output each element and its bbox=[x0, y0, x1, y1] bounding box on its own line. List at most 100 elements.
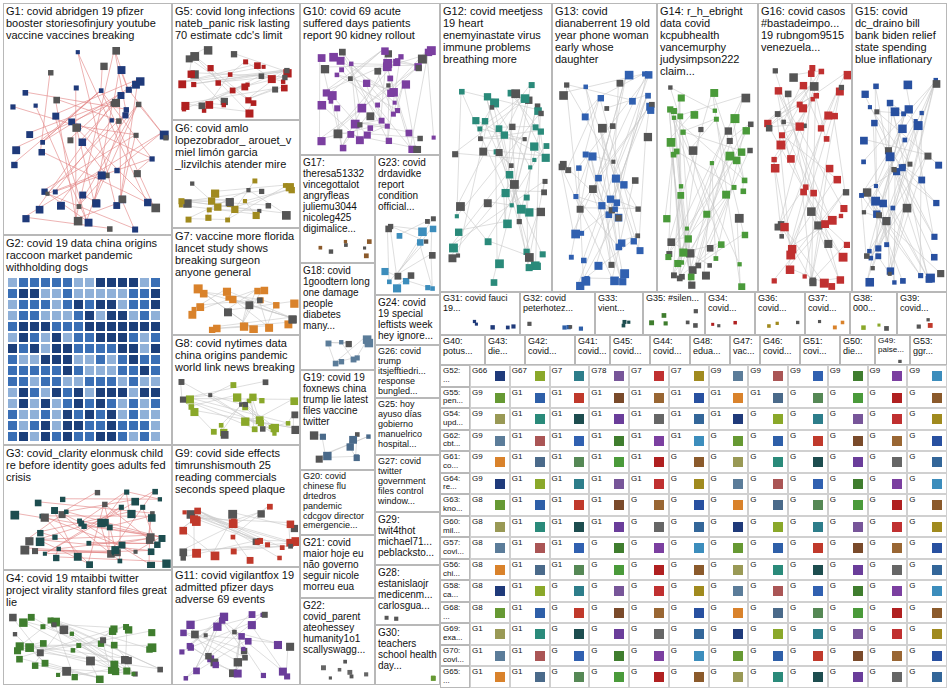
vertex-icon bbox=[613, 413, 627, 425]
vertex-icon bbox=[693, 499, 707, 511]
grid-cell: G bbox=[907, 494, 947, 516]
vertex-icon bbox=[534, 435, 548, 447]
grid-cell: G78 bbox=[589, 365, 629, 387]
group-label: G1 bbox=[590, 409, 628, 419]
group-box: G24: covid 19 special leftists week hey … bbox=[375, 295, 440, 345]
group-label: G bbox=[710, 517, 748, 527]
group-label: G10: covid 69 acute suffered days patien… bbox=[303, 5, 437, 41]
group-label: G1 bbox=[511, 603, 549, 613]
group-label: G1 bbox=[590, 388, 628, 398]
group-label: G9 bbox=[869, 366, 907, 376]
vertex-icon bbox=[494, 650, 508, 662]
vertex-icon bbox=[891, 585, 905, 597]
vertex-icon bbox=[693, 585, 707, 597]
vertex-icon bbox=[772, 628, 786, 640]
vertex-cluster bbox=[441, 316, 519, 333]
vertex-icon bbox=[653, 413, 667, 425]
group-label: G bbox=[630, 603, 668, 613]
group-label: G1 bbox=[749, 388, 787, 398]
vertex-icon bbox=[573, 564, 587, 576]
group-label: G32: covid peterhotez... bbox=[523, 294, 592, 314]
vertex-icon bbox=[693, 521, 707, 533]
group-label: G23: covid drdavidke report condition of… bbox=[378, 157, 437, 212]
vertex-icon bbox=[812, 607, 826, 619]
grid-cell: G9 bbox=[470, 473, 510, 495]
group-box: G53: ggr... bbox=[910, 335, 947, 365]
grid-cell: G bbox=[828, 623, 868, 645]
grid-cell: G1 bbox=[629, 408, 669, 430]
group-label: G12: covid meetjess 19 heart enemyinasta… bbox=[443, 5, 549, 65]
group-box: G54: upd... bbox=[440, 408, 470, 430]
grid-cell: G bbox=[868, 430, 908, 452]
vertex-icon bbox=[812, 542, 826, 554]
group-label: G31: covid fauci 19... bbox=[443, 294, 517, 314]
grid-cell: G1 bbox=[510, 408, 550, 430]
group-label: G51: covi... bbox=[803, 337, 837, 357]
grid-cell: G1 bbox=[629, 451, 669, 473]
group-label: G bbox=[829, 431, 867, 441]
grid-cell: G1 bbox=[470, 645, 510, 667]
grid-cell: G8 bbox=[470, 602, 510, 624]
vertex-icon bbox=[534, 585, 548, 597]
vertex-icon bbox=[534, 478, 548, 490]
group-label: G55: pen... bbox=[443, 389, 467, 407]
vertex-icon bbox=[772, 564, 786, 576]
vertex-icon bbox=[573, 435, 587, 447]
vertex-icon bbox=[772, 370, 786, 382]
vertex-cluster bbox=[301, 333, 374, 368]
group-label: G bbox=[590, 667, 628, 677]
group-box: G57: covi... bbox=[440, 537, 470, 559]
group-box: G10: covid 69 acute suffered days patien… bbox=[300, 3, 440, 155]
grid-cell: G bbox=[868, 645, 908, 667]
group-label: G bbox=[670, 581, 708, 591]
group-label: G bbox=[630, 560, 668, 570]
group-label: G1 bbox=[670, 431, 708, 441]
group-label: G bbox=[908, 495, 946, 505]
vertex-icon bbox=[494, 564, 508, 576]
grid-cell: G9 bbox=[788, 365, 828, 387]
grid-cell: G bbox=[669, 473, 709, 495]
grid-cell: G1 bbox=[589, 387, 629, 409]
group-label: G bbox=[789, 409, 827, 419]
vertex-cluster bbox=[301, 44, 439, 153]
vertex-icon bbox=[693, 564, 707, 576]
group-box: G36: covid... bbox=[755, 292, 805, 335]
vertex-cluster bbox=[376, 673, 439, 683]
grid-cell: G9 bbox=[470, 387, 510, 409]
group-label: G37: covid... bbox=[808, 294, 847, 314]
group-box: G69: exa... bbox=[440, 623, 470, 645]
group-box: G1: covid abridgen 19 pfizer booster sto… bbox=[3, 3, 172, 235]
grid-cell: G bbox=[550, 623, 590, 645]
group-label: G48: edua... bbox=[693, 337, 727, 357]
group-label: G bbox=[749, 517, 787, 527]
group-label: G bbox=[670, 495, 708, 505]
group-label: G6: covid amlo lopezobrador_ arouet_v mi… bbox=[175, 122, 297, 170]
group-label: G17: theresa51332 vincegottalot angryfle… bbox=[303, 157, 372, 234]
grid-cell: G bbox=[868, 623, 908, 645]
vertex-icon bbox=[653, 585, 667, 597]
vertex-icon bbox=[693, 392, 707, 404]
group-box: G13: covid dianaberrent 19 old year phon… bbox=[552, 3, 657, 292]
vertex-icon bbox=[653, 521, 667, 533]
grid-cell: G1 bbox=[629, 430, 669, 452]
group-label: G bbox=[749, 431, 787, 441]
grid-cell: G1 bbox=[510, 387, 550, 409]
vertex-cluster bbox=[301, 429, 374, 468]
vertex-icon bbox=[494, 499, 508, 511]
group-label: G bbox=[749, 474, 787, 484]
group-label: G bbox=[590, 646, 628, 656]
grid-cell: G bbox=[788, 430, 828, 452]
group-label: G16: covid casos #bastadeimpo... 19 rubn… bbox=[761, 5, 849, 53]
vertex-icon bbox=[573, 413, 587, 425]
group-label: G67 bbox=[511, 366, 549, 376]
grid-cell: G1 bbox=[589, 494, 629, 516]
group-box: G2: covid 19 data china origins raccoon … bbox=[3, 235, 172, 445]
group-label: G9 bbox=[789, 366, 827, 376]
vertex-icon bbox=[931, 607, 945, 619]
group-label: G63: kno... bbox=[443, 496, 467, 514]
vertex-icon bbox=[613, 499, 627, 511]
group-label: G bbox=[710, 452, 748, 462]
grid-cell: G bbox=[709, 602, 749, 624]
grid-cell: G1 bbox=[510, 645, 550, 667]
group-label: G1 bbox=[511, 538, 549, 548]
